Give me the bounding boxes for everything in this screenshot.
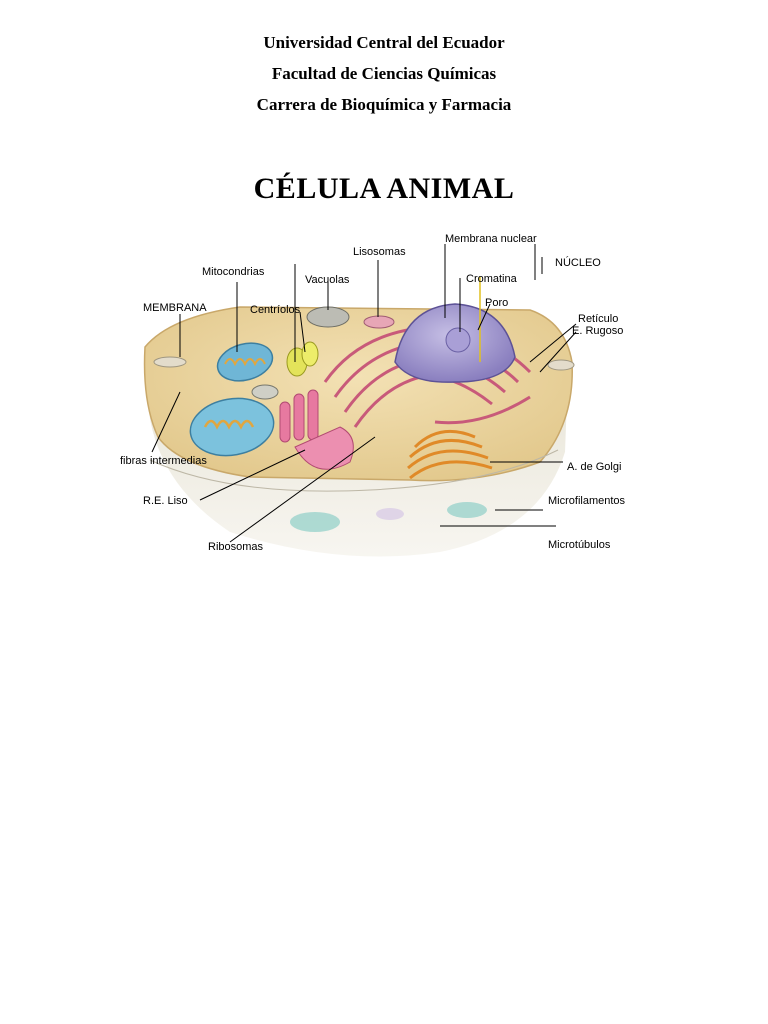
page-title: CÉLULA ANIMAL	[253, 172, 515, 205]
label-cromatina: Cromatina	[466, 273, 518, 285]
label-fibras-intermedias: fibras intermedias	[120, 455, 207, 467]
label-microtubulos: Microtúbulos	[548, 539, 611, 551]
label-e-rugoso: E. Rugoso	[572, 325, 623, 337]
lysosomes	[363, 315, 395, 329]
label-microfilamentos: Microfilamentos	[548, 495, 626, 507]
label-re-liso: R.E. Liso	[143, 495, 188, 507]
label-nucleo: NÚCLEO	[555, 256, 601, 269]
faculty-name: Facultad de Ciencias Químicas	[271, 64, 497, 83]
centrioles	[286, 341, 319, 377]
membrane-pockets	[153, 356, 575, 371]
university-name: Universidad Central del Ecuador	[263, 33, 505, 52]
smooth-endoplasmic-reticulum	[279, 389, 354, 470]
nucleus	[394, 277, 516, 383]
label-membrana: MEMBRANA	[143, 302, 207, 314]
career-name: Carrera de Bioquímica y Farmacia	[256, 95, 512, 114]
leader-lines	[151, 244, 577, 543]
label-centriolos: Centríolos	[250, 304, 301, 316]
cytoskeleton	[290, 502, 487, 532]
golgi-apparatus	[407, 429, 493, 480]
label-mitocondrias: Mitocondrias	[202, 266, 265, 278]
animal-cell-illustration: MEMBRANA Mitocondrias Centríolos Vacuola…	[120, 233, 626, 557]
label-poro: Poro	[485, 297, 508, 309]
label-golgi: A. de Golgi	[567, 461, 621, 473]
label-vacuolas: Vacuolas	[305, 274, 350, 286]
label-reticulo: Retículo	[578, 313, 618, 325]
nucleo-bracket	[534, 244, 543, 280]
mitochondria	[189, 342, 275, 457]
label-lisosomas: Lisosomas	[353, 246, 406, 258]
label-membrana-nuclear: Membrana nuclear	[445, 233, 537, 245]
vacuoles	[251, 306, 350, 400]
label-ribosomas: Ribosomas	[208, 541, 264, 553]
